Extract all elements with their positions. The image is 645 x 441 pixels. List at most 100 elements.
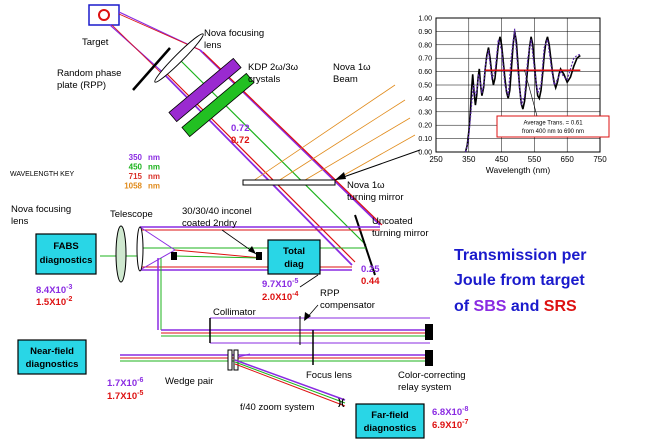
near-field-label-2: diagnostics — [26, 359, 79, 370]
chart-ytick-label: 1.00 — [418, 16, 432, 23]
fabs-label-2: diagnostics — [40, 255, 93, 266]
chart-xtick-label: 450 — [495, 155, 509, 164]
label-uncoated-mirror: Uncoated turning mirror — [372, 216, 429, 239]
collimator-end-block — [425, 324, 433, 340]
near-field-label-1: Near-field — [30, 346, 74, 357]
lower-end-block — [425, 350, 433, 366]
kdp-crystal-3w — [181, 72, 255, 138]
note-prefix: of — [454, 298, 474, 315]
wedge-1 — [227, 349, 233, 371]
label-nova-lens-left-line2: lens — [11, 216, 29, 227]
telescope-lens — [136, 226, 144, 272]
value-total-srs-exp: -4 — [292, 291, 298, 298]
far-field-beam-green — [234, 361, 346, 404]
value-near-srs: 1.7X10-5 — [107, 390, 143, 402]
chart-ytick-label: 0.30 — [418, 109, 432, 116]
wavelength-unit-350: nm — [148, 153, 160, 162]
label-wedge-pair: Wedge pair — [165, 376, 213, 387]
far-field-beam-violet — [234, 359, 346, 401]
label-kdp: KDP 2ω/3ω crystals — [248, 62, 301, 85]
nova-focusing-lens-top — [154, 33, 204, 83]
transmission-chart: 0.000.100.200.300.400.500.600.700.800.90… — [418, 16, 610, 175]
nova-mirror-arrowhead — [335, 172, 346, 180]
uncoated-turning-mirror — [354, 214, 376, 276]
value-far-sbs-mant: 6.8X10 — [432, 407, 462, 418]
fabs-diagnostics-box — [35, 233, 97, 275]
value-mirror-srs: 0.44 — [361, 276, 380, 287]
label-color-line1: Color-correcting — [398, 370, 466, 381]
label-kdp-line2: crystals — [248, 74, 280, 85]
nova-turning-mirror — [242, 179, 336, 186]
beam-red-upper — [202, 51, 383, 226]
label-kdp-line1: KDP 2ω/3ω — [248, 62, 299, 73]
note-and: and — [506, 298, 543, 315]
label-color-correcting: Color-correcting relay system — [398, 370, 468, 393]
label-telescope: Telescope — [110, 209, 153, 220]
total-diag-label-1: Total — [283, 246, 305, 257]
wavelength-unit-715: nm — [148, 172, 160, 181]
value-fabs-sbs-exp: -3 — [66, 284, 72, 291]
nova-mirror-arrow — [334, 149, 421, 181]
label-rpp-comp-line2: compensator — [320, 300, 375, 311]
chart-ytick-label: 0.70 — [418, 56, 432, 63]
note-srs: SRS — [544, 298, 577, 315]
beam-cone-top-red — [118, 13, 201, 51]
chart-ytick-label: 0.50 — [418, 83, 432, 90]
beam-violet-upper — [199, 49, 381, 226]
chart-xtick-label: 250 — [429, 155, 443, 164]
kdp-crystal-2w — [168, 57, 242, 123]
label-nova-beam-line2: Beam — [333, 74, 358, 85]
value-near-srs-mant: 1.7X10 — [107, 391, 137, 402]
fabs-label-1: FABS — [53, 241, 78, 252]
chart-xtick-label: 550 — [528, 155, 542, 164]
rpp-comp-arrowhead — [304, 312, 311, 321]
value-beam-srs: 0.72 — [231, 135, 250, 146]
label-nova-turning-mirror: Nova 1ω turning mirror — [347, 180, 404, 203]
chart-annotation-line1: Average Trans. = 0.61 — [523, 121, 583, 127]
value-fabs-srs-exp: -2 — [66, 296, 72, 303]
note-sbs: SBS — [474, 298, 507, 315]
chart-ytick-label: 0.60 — [418, 69, 432, 76]
wavelength-value-450: 450 — [129, 163, 143, 172]
value-total-srs: 2.0X10-4 — [262, 291, 298, 303]
chart-ytick-label: 0.10 — [418, 136, 432, 143]
chart-series-line-0 — [464, 31, 581, 153]
label-color-line2: relay system — [398, 382, 451, 393]
wavelength-unit-1058: nm — [148, 182, 160, 191]
label-nova-lens-left-line1: Nova focusing — [11, 204, 71, 215]
chart-annotation-line2: from 400 nm to 690 nm — [522, 129, 584, 135]
label-collimator: Collimator — [213, 307, 256, 318]
beam-cone-bottom-red — [111, 24, 161, 73]
label-nova-lens-top-line1: Nova focusing — [204, 28, 264, 39]
near-field-box — [17, 339, 87, 375]
label-inconel: 30/30/40 inconel coated 2ndry — [182, 206, 254, 229]
far-field-box — [355, 403, 425, 439]
chart-xtick-label: 750 — [593, 155, 607, 164]
label-inconel-line1: 30/30/40 inconel — [182, 206, 252, 217]
wavelength-value-1058: 1058 — [124, 182, 142, 191]
value-near-sbs-mant: 1.7X10 — [107, 378, 137, 389]
value-far-srs-mant: 6.9X10 — [432, 420, 462, 431]
label-uncoated-line1: Uncoated — [372, 216, 413, 227]
value-near-sbs: 1.7X10-6 — [107, 377, 143, 389]
label-rpp-compensator: RPP compensator — [320, 288, 375, 311]
chart-xtick-label: 650 — [561, 155, 575, 164]
wavelength-value-715: 715 — [129, 172, 143, 181]
total-diag-label-2: diag — [284, 259, 304, 270]
target-icon — [98, 9, 110, 21]
inconel-arrowhead — [248, 246, 256, 254]
value-far-sbs: 6.8X10-8 — [432, 406, 468, 418]
value-far-sbs-exp: -8 — [462, 406, 468, 413]
label-focus-lens: Focus lens — [306, 370, 352, 381]
note-line-1: Transmission per — [454, 247, 587, 264]
wavelength-value-350: 350 — [129, 153, 143, 162]
nova-beam-line-1 — [249, 84, 396, 184]
telescope-ray-1 — [139, 226, 176, 251]
chart-ytick-label: 0.00 — [418, 150, 432, 157]
label-inconel-line2: coated 2ndry — [182, 218, 237, 229]
inconel-mirror-block — [256, 252, 262, 260]
value-total-sbs-mant: 9.7X10 — [262, 279, 292, 290]
label-nova-mirror-line2: turning mirror — [347, 192, 404, 203]
